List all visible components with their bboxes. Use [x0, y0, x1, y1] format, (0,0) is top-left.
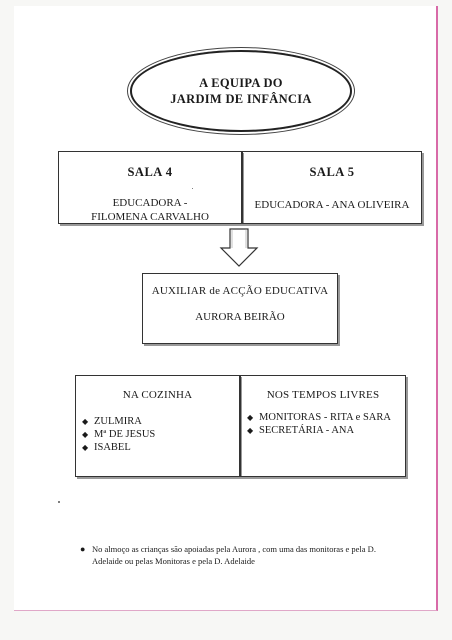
down-arrow-icon [219, 228, 259, 267]
title-line-2: JARDIM DE INFÂNCIA [170, 92, 312, 106]
sala-5-box: SALA 5 EDUCADORA - ANA OLIVEIRA [242, 151, 422, 224]
sala-4-heading: SALA 4 [127, 165, 173, 179]
list-item: ◆Mª DE JESUS [82, 429, 156, 440]
diamond-bullet-icon: ◆ [82, 417, 89, 426]
sala-5-educator: EDUCADORA - ANA OLIVEIRA [254, 199, 410, 211]
sala-4-educator: EDUCADORA - FILOMENA CARVALHO [59, 196, 241, 224]
tempos-livres-heading: NOS TEMPOS LIVRES [266, 389, 380, 401]
sala-4-line-1: EDUCADORA - [112, 197, 188, 209]
sala-5-heading: SALA 5 [309, 165, 355, 179]
document-page: A EQUIPA DO JARDIM DE INFÂNCIA SALA 4 ED… [14, 6, 438, 611]
list-item: ◆ISABEL [82, 442, 131, 453]
tempos-livres-list: ◆MONITORAS - RITA e SARA ◆SECRETÁRIA - A… [247, 411, 405, 437]
cozinha-heading: NA COZINHA [122, 389, 193, 401]
auxiliar-box: AUXILIAR de ACÇÃO EDUCATIVA AURORA BEIRÃ… [142, 273, 338, 344]
diamond-bullet-icon: ◆ [247, 426, 254, 435]
scan-speck [58, 501, 60, 503]
auxiliar-role: AUXILIAR de ACÇÃO EDUCATIVA [151, 285, 329, 297]
diamond-bullet-icon: ◆ [247, 413, 254, 422]
sala-4-line-2: FILOMENA CARVALHO [91, 211, 209, 223]
cozinha-list: ◆ZULMIRA ◆Mª DE JESUS ◆ISABEL [82, 415, 239, 454]
bullet-dot-icon: ● [80, 544, 86, 554]
diamond-bullet-icon: ◆ [82, 443, 89, 452]
lunch-note: ● No almoço as crianças são apoiadas pel… [80, 543, 400, 567]
list-item: ◆MONITORAS - RITA e SARA [247, 412, 391, 423]
list-item: ◆SECRETÁRIA - ANA [247, 425, 355, 436]
list-item: ◆ZULMIRA [82, 416, 142, 427]
scan-speck [192, 188, 193, 189]
tempos-livres-box: NOS TEMPOS LIVRES ◆MONITORAS - RITA e SA… [240, 375, 406, 477]
diamond-bullet-icon: ◆ [82, 430, 89, 439]
title-line-1: A EQUIPA DO [199, 76, 283, 90]
cozinha-box: NA COZINHA ◆ZULMIRA ◆Mª DE JESUS ◆ISABEL [75, 375, 240, 477]
lunch-note-text: No almoço as crianças são apoiadas pela … [92, 544, 376, 566]
auxiliar-name: AURORA BEIRÃO [195, 311, 285, 323]
sala-4-box: SALA 4 EDUCADORA - FILOMENA CARVALHO [58, 151, 242, 224]
title-oval: A EQUIPA DO JARDIM DE INFÂNCIA [130, 50, 352, 132]
